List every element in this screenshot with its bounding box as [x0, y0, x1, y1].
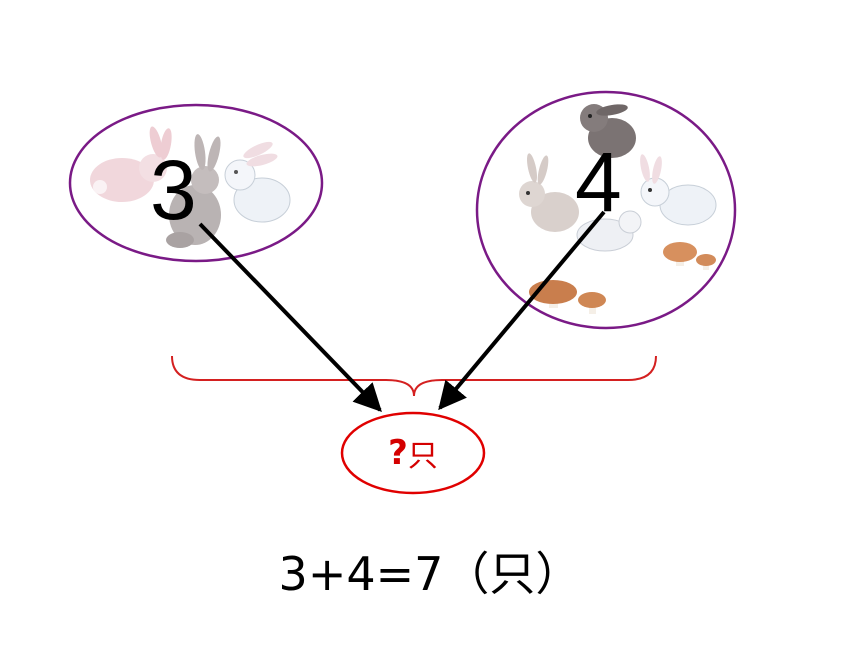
left-group-count: 3: [150, 143, 197, 237]
question-label: ?只: [342, 412, 484, 494]
question-outline: [340, 411, 486, 495]
right-group-count: 4: [575, 135, 622, 229]
brace: [171, 355, 657, 397]
right-group: [475, 90, 737, 330]
rabbit-icon: [224, 141, 291, 223]
question-mark: ?: [388, 433, 408, 473]
arrow-right: [438, 210, 606, 411]
arrow-left: [198, 222, 382, 413]
left-group: [68, 103, 324, 263]
equation: 3+4=7（只）: [278, 547, 582, 601]
right-group-outline: [475, 90, 737, 330]
rabbit-icon: [519, 153, 579, 232]
left-group-outline: [68, 103, 324, 263]
mushroom-icon: [578, 292, 606, 314]
rabbit-icon: [166, 134, 221, 248]
rabbit-icon: [580, 104, 636, 158]
rabbit-icon: [90, 126, 172, 202]
question-unit: 只: [407, 439, 438, 474]
rabbit-icon: [640, 154, 717, 226]
mushroom-icon: [663, 242, 716, 270]
